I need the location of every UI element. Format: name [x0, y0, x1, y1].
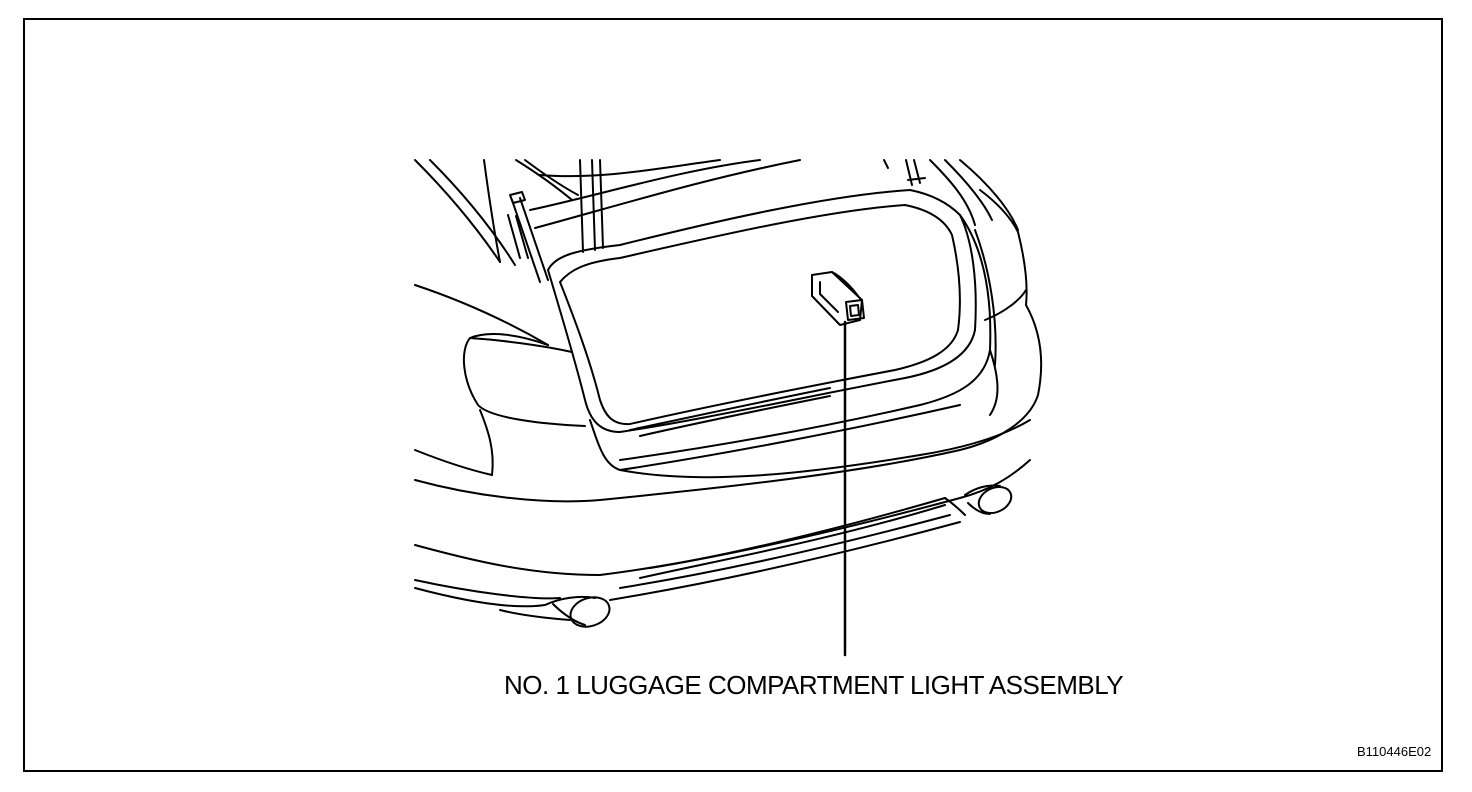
callout-label: NO. 1 LUGGAGE COMPARTMENT LIGHT ASSEMBLY — [504, 670, 1124, 700]
gas-strut-left — [507, 191, 549, 283]
trunk-liner — [589, 214, 999, 471]
exhaust-left — [544, 595, 611, 628]
exhaust-right — [964, 484, 1013, 515]
right-body-side — [414, 159, 1043, 503]
left-quarter-lower — [414, 409, 494, 476]
trunk-opening — [547, 189, 977, 437]
luggage-light-icon — [811, 271, 865, 326]
gas-strut-right — [883, 159, 993, 226]
left-tail-light — [462, 333, 586, 427]
left-pillar-lines — [414, 159, 549, 346]
diagram-frame — [23, 18, 1443, 772]
trunk-lid-inner — [515, 159, 801, 253]
rear-bumper — [414, 419, 1031, 621]
figure-code: B110446E02 — [1357, 744, 1432, 759]
